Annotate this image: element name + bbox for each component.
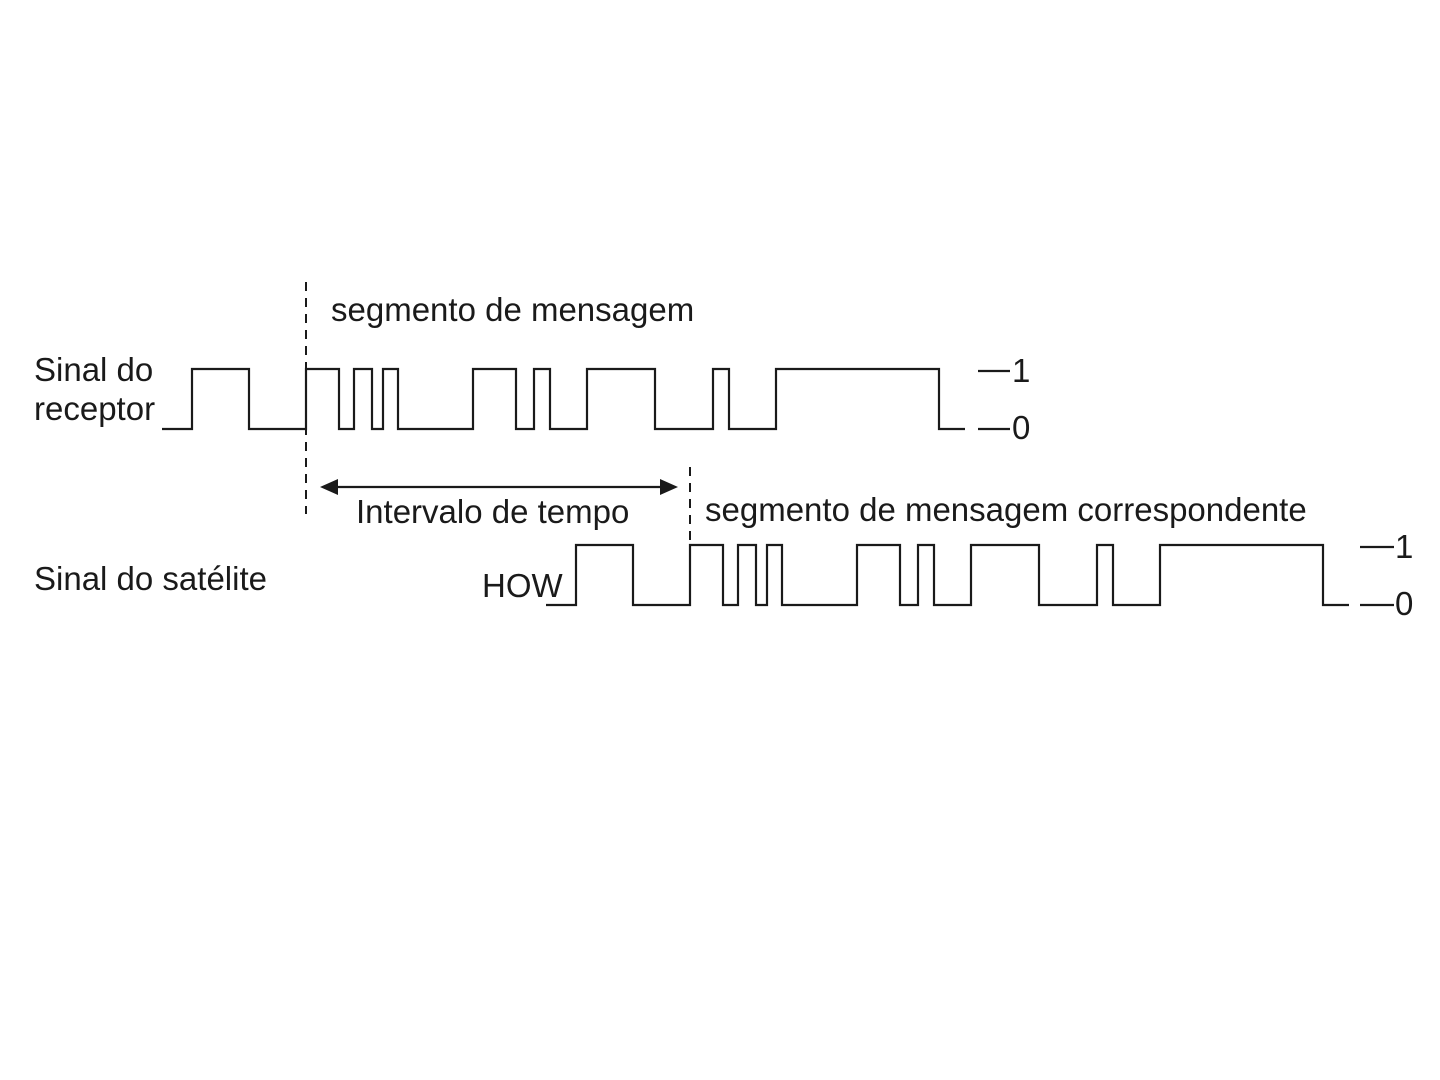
receiver-level-high-label: 1 — [1012, 352, 1030, 389]
satellite-label: Sinal do satélite — [34, 560, 267, 597]
receiver-segment-label: segmento de mensagem — [331, 291, 694, 328]
receiver-level-low-label: 0 — [1012, 409, 1030, 446]
satellite-level-high-label: 1 — [1395, 528, 1413, 565]
time-interval-arrow-left-head — [320, 479, 338, 495]
satellite-segment-label: segmento de mensagem correspondente — [705, 491, 1307, 528]
satellite-level-low-label: 0 — [1395, 585, 1413, 622]
time-interval-label: Intervalo de tempo — [356, 493, 629, 530]
receiver-label-line2: receptor — [34, 390, 155, 427]
receiver-signal-wave — [162, 369, 965, 429]
satellite-signal-wave — [546, 545, 1349, 605]
receiver-label-line1: Sinal do — [34, 351, 153, 388]
time-interval-arrow-right-head — [660, 479, 678, 495]
satellite-how-label: HOW — [482, 567, 564, 604]
